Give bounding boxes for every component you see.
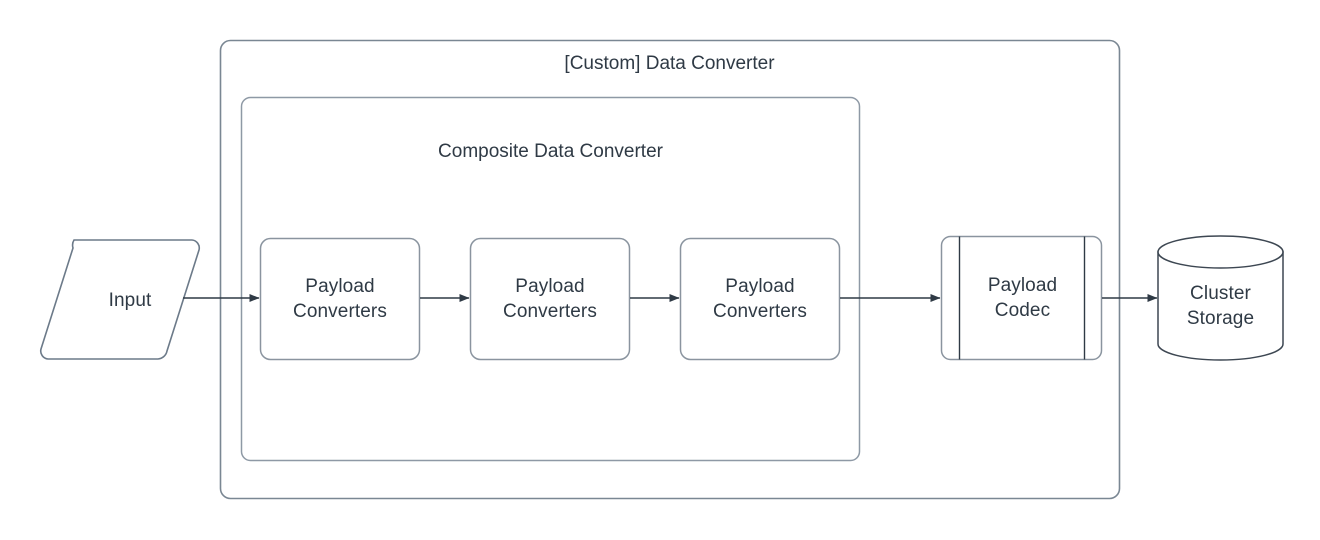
node-payload-converters-3-shape[interactable] [679,237,841,361]
container-custom-data-converter-title: [Custom] Data Converter [564,53,775,74]
node-payload-converters-2-shape[interactable] [469,237,631,361]
node-cluster-storage-shape[interactable] [1157,235,1284,361]
node-input-shape[interactable] [39,239,201,360]
node-payload-converters-1-shape[interactable] [259,237,421,361]
container-composite-data-converter-title: Composite Data Converter [438,141,663,162]
node-payload-codec-shape[interactable] [940,235,1103,361]
